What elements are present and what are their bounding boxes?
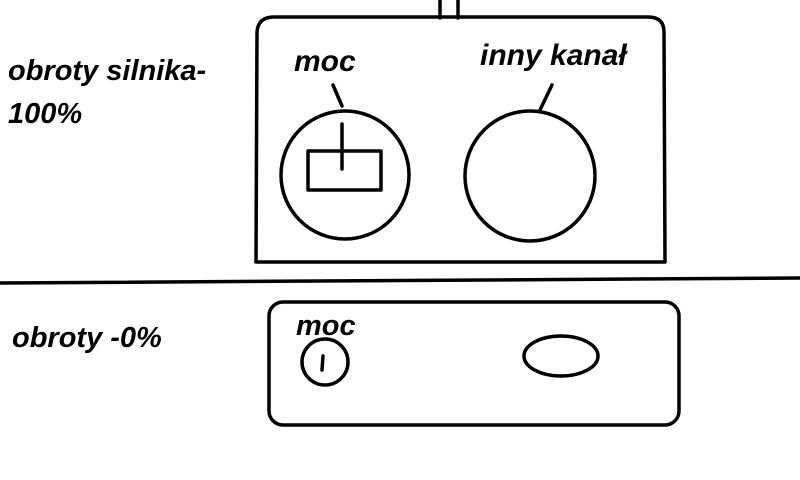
power-knob-bottom-label: moc [296, 310, 356, 342]
antenna-top [438, 0, 460, 20]
other-channel-knob-bottom [522, 334, 600, 378]
power-knob-top-slot [306, 149, 383, 192]
transmitter-top-body [254, 15, 667, 264]
power-knob-bottom-indicator [320, 354, 325, 372]
transmitter-top [254, 0, 667, 264]
power-knob-top-label: moc [294, 45, 356, 78]
zero-speed-label: obroty -0% [12, 322, 162, 354]
power-knob-top [279, 109, 411, 241]
other-channel-pointer [538, 83, 554, 112]
full-speed-label: obroty silnika- 100% [8, 50, 206, 136]
full-speed-label-line2: 100% [8, 98, 83, 130]
other-channel-knob-top [463, 109, 597, 243]
transmitter-bottom-body [267, 300, 681, 427]
transmitter-bottom [267, 300, 681, 427]
divider-line [0, 276, 800, 285]
other-channel-label: inny kanał [480, 39, 627, 72]
power-knob-bottom [300, 337, 350, 387]
power-knob-top-pointer [331, 83, 344, 108]
full-speed-label-line1: obroty silnika- [8, 55, 207, 87]
